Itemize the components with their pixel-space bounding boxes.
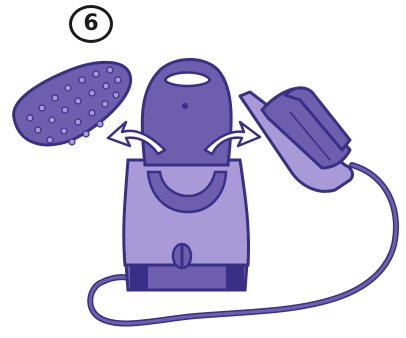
step-number-badge: 6 xyxy=(69,5,113,43)
removal-arrows xyxy=(106,120,262,156)
step-number: 6 xyxy=(83,11,99,36)
steam-iron xyxy=(238,86,354,193)
soleplate-cover xyxy=(12,60,133,147)
steam-generator-base xyxy=(122,58,251,292)
